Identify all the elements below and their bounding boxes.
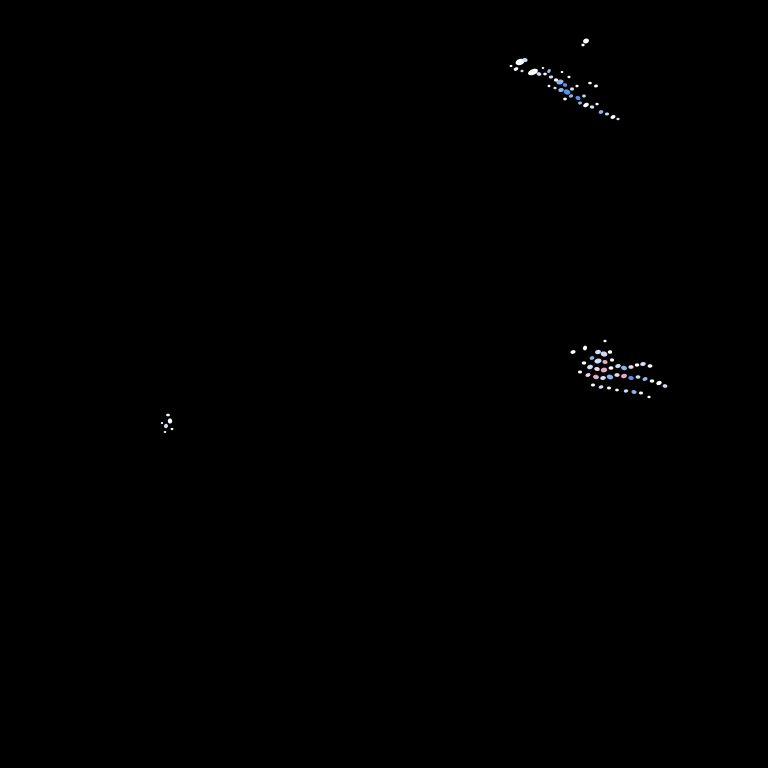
island-shape[interactable] — [616, 117, 620, 121]
island-shape[interactable] — [615, 363, 621, 369]
island-shape[interactable] — [600, 375, 606, 381]
island-shape[interactable] — [520, 69, 524, 73]
island-shape[interactable] — [578, 370, 582, 374]
island-shape[interactable] — [623, 389, 629, 393]
island-shape[interactable] — [548, 75, 554, 79]
island-shape[interactable] — [614, 373, 620, 377]
island-shape[interactable] — [167, 418, 173, 424]
island-shape[interactable] — [593, 374, 600, 380]
island-shape[interactable] — [582, 102, 589, 108]
island-shape[interactable] — [568, 94, 574, 99]
island-shape[interactable] — [558, 87, 564, 93]
island-shape[interactable] — [547, 84, 551, 88]
island-shape[interactable] — [578, 101, 583, 105]
island-shape[interactable] — [170, 427, 174, 431]
island-shape[interactable] — [554, 78, 558, 82]
island-shape[interactable] — [647, 395, 651, 399]
island-shape[interactable] — [649, 379, 655, 383]
island-shape[interactable] — [581, 361, 587, 365]
island-shape[interactable] — [595, 102, 599, 106]
island-shape[interactable] — [585, 372, 591, 377]
island-shape[interactable] — [570, 350, 576, 355]
island-shape[interactable] — [575, 84, 579, 88]
island-shape[interactable] — [600, 351, 608, 358]
island-shape[interactable] — [642, 376, 648, 381]
island-shape[interactable] — [603, 339, 607, 343]
island-shape[interactable] — [560, 70, 564, 74]
island-shape[interactable] — [640, 361, 646, 367]
island-shape[interactable] — [635, 375, 641, 379]
island-shape[interactable] — [556, 79, 564, 85]
island-shape[interactable] — [621, 373, 628, 379]
island-shape[interactable] — [527, 67, 539, 76]
island-shape[interactable] — [594, 358, 602, 364]
archipelago-north[interactable] — [509, 38, 620, 121]
island-shape[interactable] — [541, 67, 545, 69]
island-shape[interactable] — [598, 385, 604, 390]
island-shape[interactable] — [595, 349, 602, 355]
island-shape[interactable] — [160, 422, 164, 424]
island-shape[interactable] — [588, 81, 592, 85]
archipelago-south[interactable] — [570, 339, 668, 399]
island-shape[interactable] — [607, 386, 611, 390]
island-shape[interactable] — [563, 97, 567, 101]
island-shape[interactable] — [615, 388, 619, 392]
island-shape[interactable] — [639, 391, 643, 395]
island-shape[interactable] — [567, 75, 571, 79]
island-shape[interactable] — [606, 374, 614, 380]
island-shape[interactable] — [607, 350, 613, 354]
island-shape[interactable] — [166, 413, 170, 417]
island-shape[interactable] — [582, 38, 589, 45]
islet-group-west[interactable] — [160, 413, 174, 433]
island-shape[interactable] — [509, 64, 513, 68]
island-shape[interactable] — [543, 72, 547, 76]
island-shape[interactable] — [163, 431, 167, 433]
island-shape[interactable] — [589, 355, 595, 360]
island-shape[interactable] — [656, 380, 663, 386]
island-shape[interactable] — [586, 364, 593, 370]
island-shape[interactable] — [634, 363, 640, 367]
island-shape[interactable] — [522, 57, 528, 63]
island-shape[interactable] — [570, 87, 574, 91]
island-shape[interactable] — [594, 84, 598, 88]
island-shape[interactable] — [608, 366, 614, 370]
island-shape[interactable] — [600, 367, 608, 373]
island-shape[interactable] — [163, 423, 169, 429]
island-shape[interactable] — [582, 345, 588, 351]
island-shape[interactable] — [662, 384, 668, 388]
island-shape[interactable] — [628, 365, 634, 369]
island-shape[interactable] — [562, 83, 568, 88]
island-shape[interactable] — [536, 72, 542, 77]
island-shape[interactable] — [582, 94, 586, 98]
island-shape[interactable] — [547, 68, 552, 74]
island-shape[interactable] — [594, 366, 600, 372]
island-shape[interactable] — [631, 389, 637, 394]
island-shape[interactable] — [589, 105, 595, 109]
island-shape[interactable] — [605, 112, 609, 116]
island-shape[interactable] — [610, 358, 614, 362]
island-shape[interactable] — [575, 95, 581, 101]
island-shape[interactable] — [647, 364, 653, 368]
island-shape[interactable] — [581, 43, 585, 47]
island-shape[interactable] — [610, 114, 616, 119]
island-shape[interactable] — [563, 88, 571, 95]
island-shape[interactable] — [628, 375, 634, 381]
island-shape[interactable] — [591, 383, 595, 387]
island-shape[interactable] — [553, 86, 557, 90]
island-shape[interactable] — [598, 109, 604, 114]
island-shape[interactable] — [602, 359, 608, 365]
island-shape[interactable] — [515, 58, 526, 67]
island-shape[interactable] — [620, 365, 627, 371]
island-shape[interactable] — [513, 67, 519, 72]
